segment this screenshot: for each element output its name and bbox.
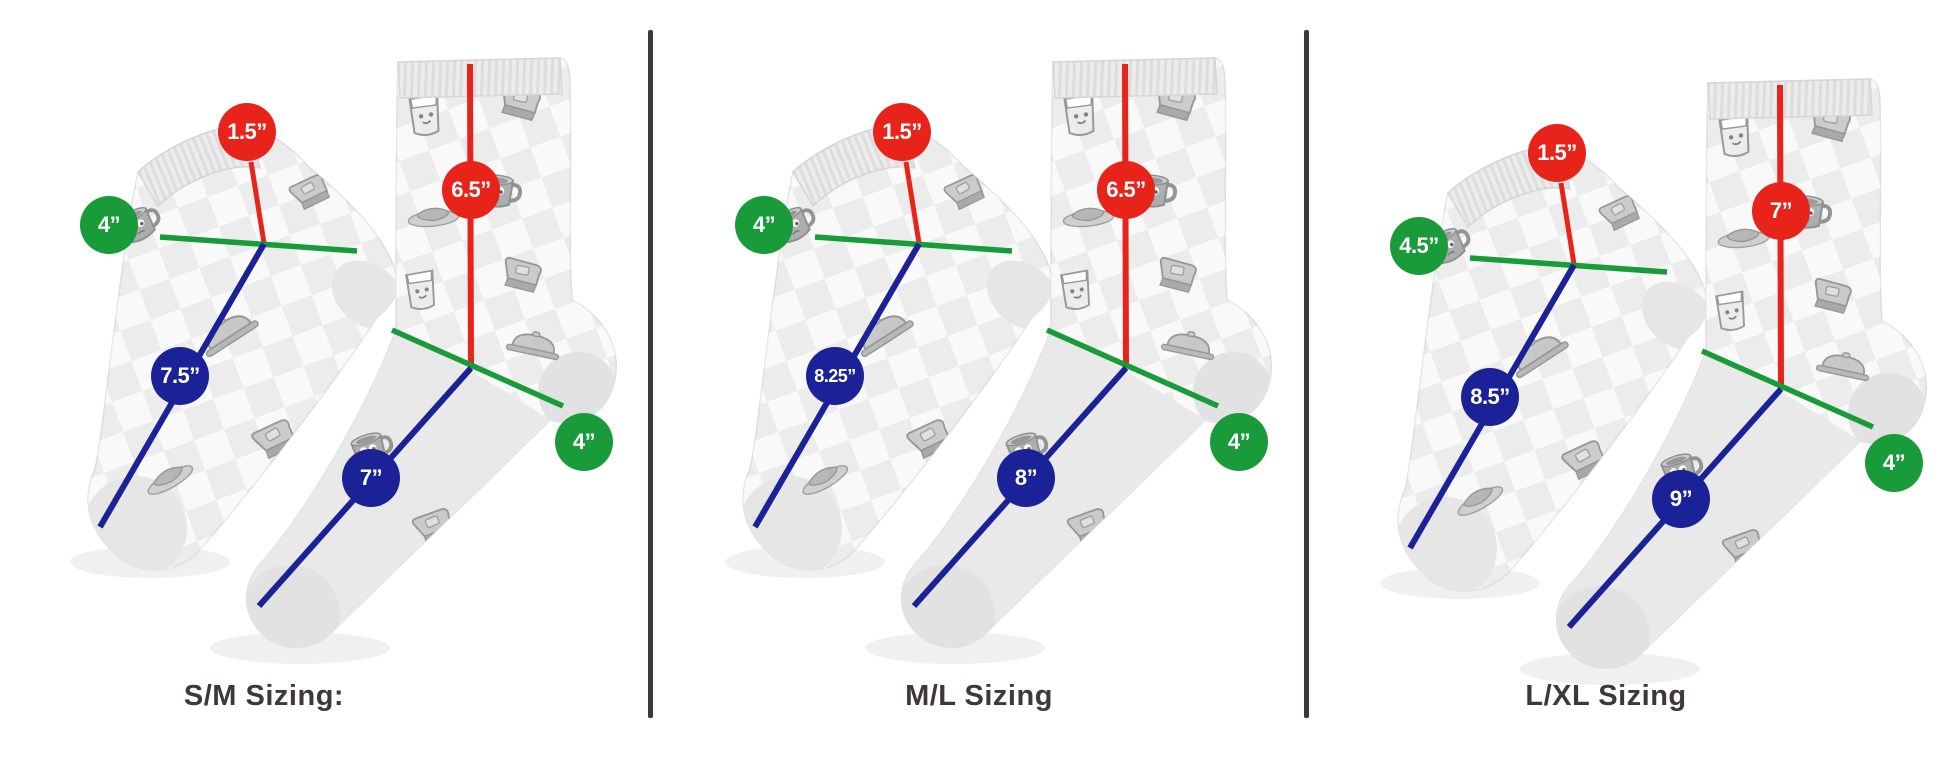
badge-crew-cuff-height: 7” (1752, 182, 1810, 240)
badge-ankle-opening-width: 4.5” (1390, 217, 1448, 275)
badge-crew-length: 8” (997, 449, 1055, 507)
panel-ml-sizing: 1.5” 4” 8.25” 6.5” 8” 4” M/L Sizing (655, 0, 1303, 765)
panel-lxl-sizing: 1.5” 4.5” 8.5” 7” 9” 4” L/XL Sizing (1310, 0, 1946, 765)
panel-title: M/L Sizing (905, 679, 1053, 712)
badge-ankle-length: 8.25” (806, 347, 864, 405)
badge-crew-cuff-height: 6.5” (442, 161, 500, 219)
badge-crew-opening-width: 4” (555, 413, 613, 471)
panel-title: S/M Sizing: (183, 679, 345, 712)
badge-ankle-cuff-height: 1.5” (873, 103, 931, 161)
panel-divider (648, 30, 653, 718)
badge-ankle-cuff-height: 1.5” (218, 103, 276, 161)
badge-ankle-opening-width: 4” (735, 196, 793, 254)
panel-sm-sizing: 1.5” 4” 7.5” 6.5” 7” 4” S/M Sizing: (0, 0, 648, 765)
badge-ankle-opening-width: 4” (80, 196, 138, 254)
badge-crew-length: 7” (342, 449, 400, 507)
badge-crew-opening-width: 4” (1210, 413, 1268, 471)
panel-divider (1304, 30, 1309, 718)
panel-title: L/XL Sizing (1525, 679, 1687, 712)
badge-crew-opening-width: 4” (1865, 434, 1923, 492)
badge-ankle-cuff-height: 1.5” (1528, 124, 1586, 182)
badge-crew-cuff-height: 6.5” (1097, 161, 1155, 219)
badge-ankle-length: 8.5” (1461, 368, 1519, 426)
badge-ankle-length: 7.5” (151, 347, 209, 405)
badge-crew-length: 9” (1652, 470, 1710, 528)
